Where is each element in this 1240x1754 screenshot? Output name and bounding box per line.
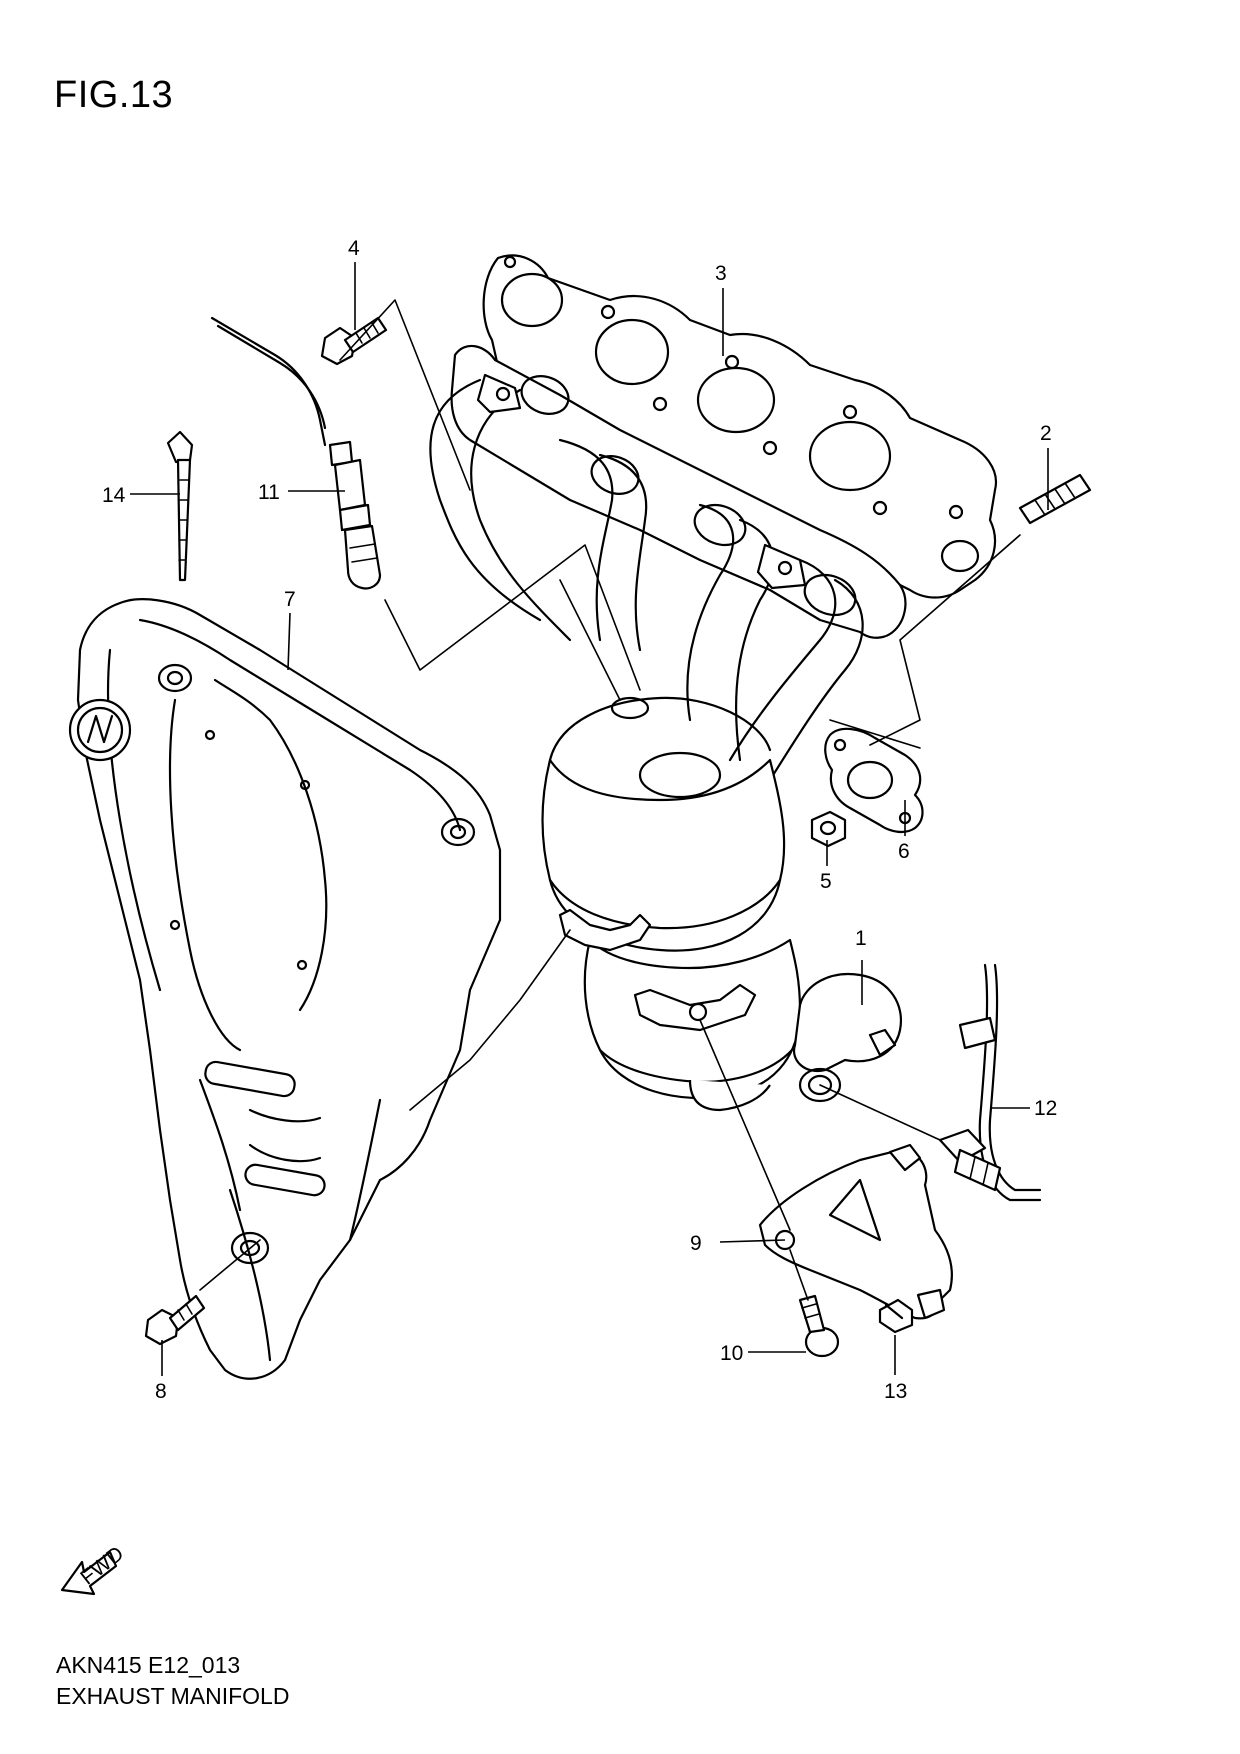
callout-3: 3 bbox=[715, 262, 727, 285]
part-5-nut bbox=[810, 810, 847, 848]
callout-10: 10 bbox=[720, 1342, 743, 1365]
part-6-flange-gasket bbox=[824, 727, 924, 834]
part-4-bolt bbox=[320, 316, 388, 366]
part-9-bracket bbox=[758, 1143, 953, 1320]
callout-leaders bbox=[130, 262, 1049, 1376]
callout-13: 13 bbox=[884, 1380, 907, 1403]
part-8-bolt bbox=[144, 1294, 206, 1346]
callout-4: 4 bbox=[348, 237, 360, 260]
part-3-gasket bbox=[482, 254, 998, 599]
part-7-heat-shield bbox=[68, 598, 502, 1380]
figure-title: FIG.13 bbox=[54, 74, 174, 116]
callout-9: 9 bbox=[690, 1232, 702, 1255]
callout-14: 14 bbox=[102, 484, 126, 507]
part-14-cable-tie bbox=[166, 430, 194, 582]
fwd-arrow-icon: FWD bbox=[60, 1542, 128, 1596]
callout-12: 12 bbox=[1034, 1097, 1057, 1120]
callout-11: 11 bbox=[258, 481, 280, 504]
part-1-manifold-converter bbox=[429, 344, 907, 1112]
part-13-clip bbox=[878, 1298, 914, 1334]
part-12-o2-sensor bbox=[938, 963, 1042, 1202]
callout-2: 2 bbox=[1040, 422, 1052, 445]
fwd-label: FWD bbox=[76, 1542, 128, 1590]
callout-labels: 1 2 3 4 5 6 7 8 9 10 11 12 13 14 bbox=[102, 237, 1057, 1403]
callout-7: 7 bbox=[284, 588, 296, 611]
part-2-stud bbox=[1018, 473, 1092, 525]
callout-6: 6 bbox=[898, 840, 910, 863]
part-10-bolt bbox=[798, 1294, 840, 1358]
callout-8: 8 bbox=[155, 1380, 167, 1403]
callout-5: 5 bbox=[820, 870, 832, 893]
assembly-reference-lines bbox=[199, 299, 1021, 1301]
figure-name: EXHAUST MANIFOLD bbox=[56, 1683, 290, 1709]
part-11-o2-sensor bbox=[210, 316, 382, 590]
figure-code: AKN415 E12_013 bbox=[56, 1652, 241, 1678]
callout-1: 1 bbox=[855, 927, 867, 950]
